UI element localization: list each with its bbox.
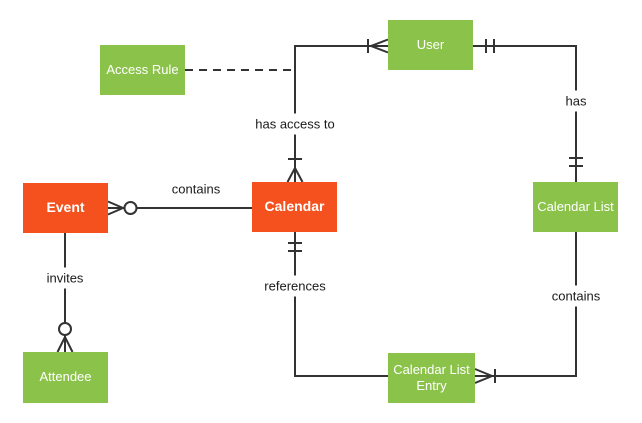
relationship-line-event-invites-attendee: [56, 233, 74, 353]
relationship-label-contains-entries: contains: [546, 285, 606, 307]
entity-attendee: Attendee: [23, 352, 108, 403]
connector-line: [294, 232, 388, 377]
entity-label: Attendee: [39, 369, 92, 385]
relationship-label-invites: invites: [41, 267, 89, 289]
entity-event: Event: [23, 183, 108, 233]
entity-label: Calendar List Entry: [393, 361, 470, 393]
cardinality-zero-circle-icon: [58, 322, 72, 336]
connector-line: [475, 232, 577, 377]
connector-line: [473, 45, 577, 182]
crow-foot-many-icon: [286, 165, 304, 183]
relationship-line-user-has-access-to-calendar: [286, 38, 389, 183]
relationship-label-has-access-to: has access to: [250, 113, 340, 135]
cardinality-zero-circle-icon: [123, 201, 138, 215]
relationship-line-user-has-calendar-list: [473, 39, 583, 182]
relationship-line-calendar-list-contains-entry: [474, 232, 577, 384]
entity-label: Calendar List: [537, 198, 614, 214]
relationship-line-entry-references-calendar: [288, 232, 388, 377]
entity-label: Calendar: [264, 198, 325, 215]
crow-foot-many-icon: [368, 38, 389, 54]
entity-calendar: Calendar: [252, 182, 337, 232]
relationship-label-has: has: [560, 90, 592, 112]
entity-label: User: [416, 36, 445, 52]
relationship-label-contains: contains: [166, 178, 226, 200]
entity-calendar-list: Calendar List: [533, 182, 618, 232]
relationship-line-calendar-contains-event: [107, 200, 252, 216]
entity-access-rule: Access Rule: [100, 45, 185, 95]
entity-label: Event: [46, 199, 85, 216]
crow-foot-many-icon: [107, 200, 126, 216]
entity-calendar-list-entry: Calendar List Entry: [388, 353, 475, 403]
crow-foot-many-icon: [474, 368, 495, 384]
entity-user: User: [388, 20, 473, 70]
connector-line: [294, 45, 388, 182]
crow-foot-many-icon: [56, 334, 74, 353]
entity-label: Access Rule: [106, 61, 179, 77]
relationship-label-references: references: [259, 275, 331, 297]
